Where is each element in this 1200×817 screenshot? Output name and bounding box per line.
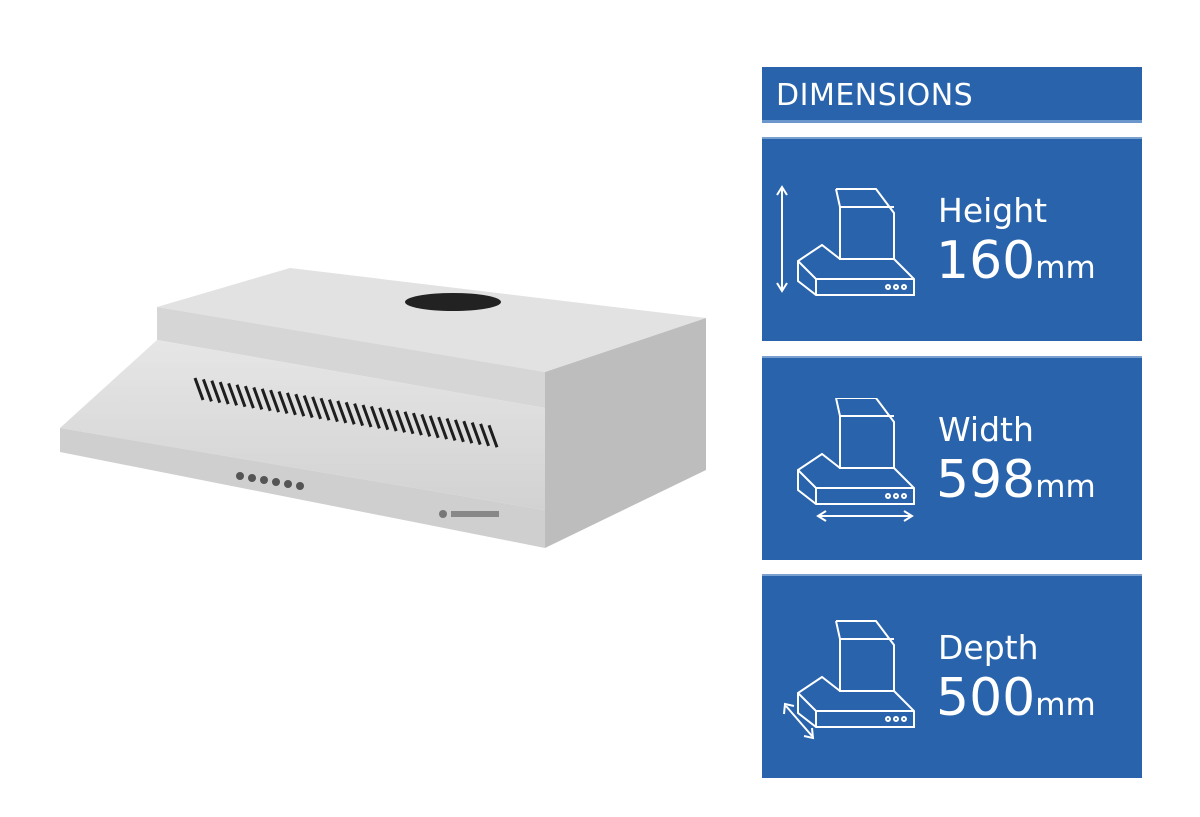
vent-slots bbox=[193, 377, 499, 448]
vent-slot bbox=[445, 417, 457, 442]
height-label: Height bbox=[938, 191, 1048, 230]
vent-slot bbox=[277, 390, 289, 415]
vent-slot bbox=[311, 396, 323, 420]
depth-label: Depth bbox=[938, 628, 1039, 667]
width-rangehood-icon bbox=[797, 398, 915, 522]
vent-slot bbox=[327, 399, 339, 423]
duct-outlet bbox=[405, 293, 501, 311]
vent-slot bbox=[470, 422, 482, 446]
vent-slot bbox=[260, 388, 272, 412]
rangehood-product-image bbox=[60, 268, 706, 548]
vent-slot bbox=[336, 400, 348, 424]
vent-slot bbox=[201, 378, 213, 402]
vent-slot bbox=[428, 415, 440, 439]
vent-slot bbox=[319, 397, 331, 421]
vent-slot bbox=[395, 409, 407, 433]
vent-slot bbox=[479, 423, 491, 447]
vent-slot bbox=[269, 389, 281, 413]
height-panel: Height 160mm bbox=[762, 137, 1142, 341]
dimensions-header: DIMENSIONS bbox=[762, 67, 1142, 123]
depth-rangehood-icon bbox=[783, 620, 915, 740]
vent-slot bbox=[218, 381, 230, 405]
vent-slot bbox=[235, 384, 247, 408]
control-buttons bbox=[236, 472, 304, 490]
height-value: 160mm bbox=[936, 231, 1096, 291]
vent-slot bbox=[453, 419, 465, 443]
vent-slot bbox=[411, 412, 423, 436]
vent-slot bbox=[437, 416, 449, 440]
vent-slot bbox=[462, 420, 474, 444]
vent-slot bbox=[227, 382, 239, 406]
width-panel: Width 598mm bbox=[762, 356, 1142, 560]
vent-slot bbox=[210, 380, 222, 404]
vent-slot bbox=[378, 407, 390, 431]
vent-slot bbox=[403, 411, 415, 435]
width-value: 598mm bbox=[936, 450, 1096, 510]
vent-slot bbox=[420, 413, 432, 437]
vent-slot bbox=[361, 404, 373, 428]
vent-slot bbox=[193, 377, 205, 401]
vent-slot bbox=[344, 401, 356, 425]
vent-slot bbox=[285, 392, 297, 416]
vent-slot bbox=[294, 393, 306, 417]
vent-slot bbox=[386, 408, 398, 432]
dimensions-title: DIMENSIONS bbox=[776, 78, 974, 113]
vent-slot bbox=[487, 424, 499, 448]
vent-slot bbox=[302, 395, 314, 419]
depth-value: 500mm bbox=[936, 668, 1096, 728]
vent-slot bbox=[353, 403, 365, 427]
width-label: Width bbox=[938, 410, 1034, 449]
height-rangehood-icon bbox=[776, 185, 915, 296]
brand-logo bbox=[439, 510, 499, 518]
vent-slot bbox=[252, 386, 264, 410]
vent-slot bbox=[243, 385, 255, 409]
depth-panel: Depth 500mm bbox=[762, 574, 1142, 778]
vent-slot bbox=[369, 405, 381, 429]
